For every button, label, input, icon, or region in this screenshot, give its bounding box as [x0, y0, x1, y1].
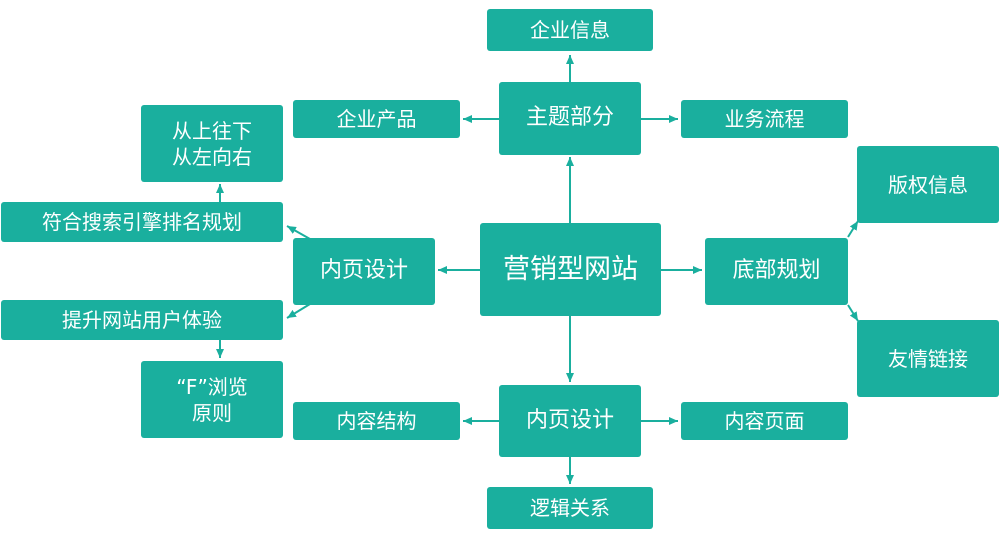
center-node: 营销型网站	[480, 223, 661, 316]
footer-plan-node: 底部规划	[705, 238, 848, 305]
logic-node: 逻辑关系	[487, 487, 653, 529]
inner-design-left-node: 内页设计	[293, 238, 435, 305]
friend-links-node: 友情链接	[857, 320, 999, 397]
top-down-node: 从上往下 从左向右	[141, 105, 283, 182]
seo-node: 符合搜索引擎排名规划	[1, 202, 283, 242]
theme-node: 主题部分	[499, 82, 641, 155]
ux-node: 提升网站用户体验	[1, 300, 283, 340]
company-products-node: 企业产品	[293, 100, 460, 138]
content-structure-node: 内容结构	[293, 402, 460, 440]
connector-inner-left-to-seo	[286, 225, 311, 240]
business-process-node: 业务流程	[681, 100, 848, 138]
content-page-node: 内容页面	[681, 402, 848, 440]
inner-design-bottom-node: 内页设计	[499, 385, 641, 457]
connector-inner-left-to-ux	[286, 303, 311, 319]
company-info-node: 企业信息	[487, 9, 653, 51]
connector-footer-to-copyright	[847, 220, 859, 238]
copyright-info-node: 版权信息	[857, 146, 999, 223]
f-principle-node: “F”浏览 原则	[141, 361, 283, 438]
connector-footer-to-friend-links	[847, 304, 859, 322]
